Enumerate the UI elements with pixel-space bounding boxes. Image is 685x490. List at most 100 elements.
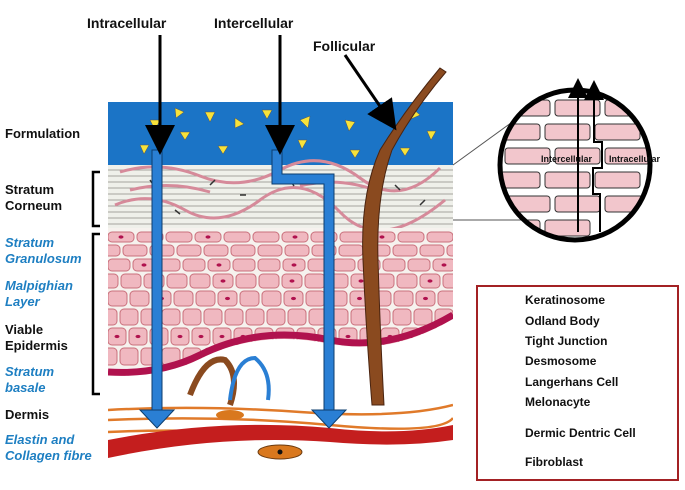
cell-nucleus [291,263,297,267]
epidermal-cell [108,273,119,289]
cell-nucleus [379,235,385,239]
stratum-granulosum-label-2: Granulosum [5,251,82,266]
basement-membrane [108,311,453,376]
cell-nucleus [423,296,428,301]
hair-follicle [362,67,447,406]
epidermal-cell [266,308,286,326]
epidermal-cell [239,290,260,307]
blood-vessel [108,424,453,458]
epidermal-cell [304,273,326,289]
epidermal-cell [203,308,223,326]
cell-nucleus [198,334,204,339]
epidermal-cell [165,231,193,243]
epidermal-cell [195,290,216,307]
stratum-basale-label-2: basale [5,380,46,395]
legend-label-odland-body: Odland Body [525,314,600,328]
epidermal-cell [235,273,257,289]
epidermal-cell [182,258,206,272]
epidermal-cell [397,231,425,243]
intracellular-route [138,149,176,429]
epidermal-cell [332,258,356,272]
epidermal-cell [232,258,256,272]
epidermal-cell [284,244,310,257]
cell-nucleus [141,263,147,267]
epidermal-cell [338,244,364,257]
epidermal-cell [173,290,194,307]
cell-nucleus [358,279,364,283]
zoom-intracellular-label: Intracellular [609,154,661,164]
epidermal-cell [230,244,256,257]
epidermal-cell [407,258,431,272]
cell-nucleus [135,334,141,339]
epidermal-cell [203,244,229,257]
capillary-loop-blue [228,355,271,401]
epidermal-cell [437,290,453,307]
elastin-collagen-label-1: Elastin and [5,432,75,447]
epidermal-cell [108,290,128,307]
cell-nucleus [118,235,124,239]
stratum-corneum-label-1: Stratum [5,182,55,197]
cell-nucleus [427,279,433,283]
epidermal-cell [108,347,118,366]
follicular-arrow [343,54,397,131]
viable-epidermis-label-2: Epidermis [5,338,68,353]
epidermal-cell [396,273,418,289]
intracellular-label: Intracellular [87,15,167,31]
epidermal-cell [161,308,181,326]
cell-nucleus [114,334,120,339]
legend-label-tight-junction: Tight Junction [525,334,608,348]
epidermal-cell [392,244,418,257]
cell-nucleus [289,279,295,283]
legend-label-dermic-dendritic-cell: Dermic Dentric Cell [525,426,636,440]
legend-label-melanocyte: Melonacyte [525,395,591,409]
malpighian-layer-label-2: Layer [5,294,40,309]
legend [476,285,679,481]
cell-nucleus [225,296,230,301]
zoom-circle [497,78,653,243]
viable-epidermis-label-1: Viable [5,322,44,337]
epidermal-cell [305,290,326,307]
epidermal-cell [223,231,251,243]
stratum-corneum-label-2: Corneum [5,198,63,213]
epidermal-cell [287,308,307,326]
cell-nucleus [219,334,225,339]
legend-label-keratinosome: Keratinosome [525,293,606,307]
corneum-bracket [91,170,100,228]
epidermal-cell [245,308,265,326]
epidermal-cell [446,244,453,257]
epidermal-cell [261,290,282,307]
cell-nucleus [292,235,298,239]
epidermal-cell [224,308,244,326]
legend-label-langerhans-cell: Langerhans Cell [525,375,619,389]
formulation-particles [139,107,437,159]
epidermal-cell [393,290,414,307]
epidermal-cell [392,308,412,326]
epidermal-cell [413,308,433,326]
cell-nucleus [345,334,351,339]
epidermal-cell [108,258,131,272]
follicular-label: Follicular [313,38,376,54]
epidermal-cell [108,308,118,326]
epidermal-cell [122,244,148,257]
epidermal-cell [442,273,453,289]
dermis-label: Dermis [5,407,50,422]
epidermal-cell [176,244,202,257]
cell-nucleus [205,235,211,239]
legend-label-desmosome: Desmosome [525,354,597,368]
stratum-basale-label-1: Stratum [5,364,55,379]
cell-nucleus [441,263,447,267]
epidermal-cell [426,231,453,243]
epidermal-cell [252,231,280,243]
malpighian-layer-label-1: Malpighian [5,278,73,293]
epidermal-cell [119,347,139,366]
epidermal-cell [189,273,211,289]
epidermal-cell [258,273,280,289]
intercellular-route [271,149,348,429]
epidermal-cell [119,308,139,326]
epidermal-cell [257,258,281,272]
epidermal-cell [108,244,121,257]
stratum-granulosum-label-1: Stratum [5,235,55,250]
epidermal-cell [419,244,445,257]
formulation-label: Formulation [5,126,81,141]
